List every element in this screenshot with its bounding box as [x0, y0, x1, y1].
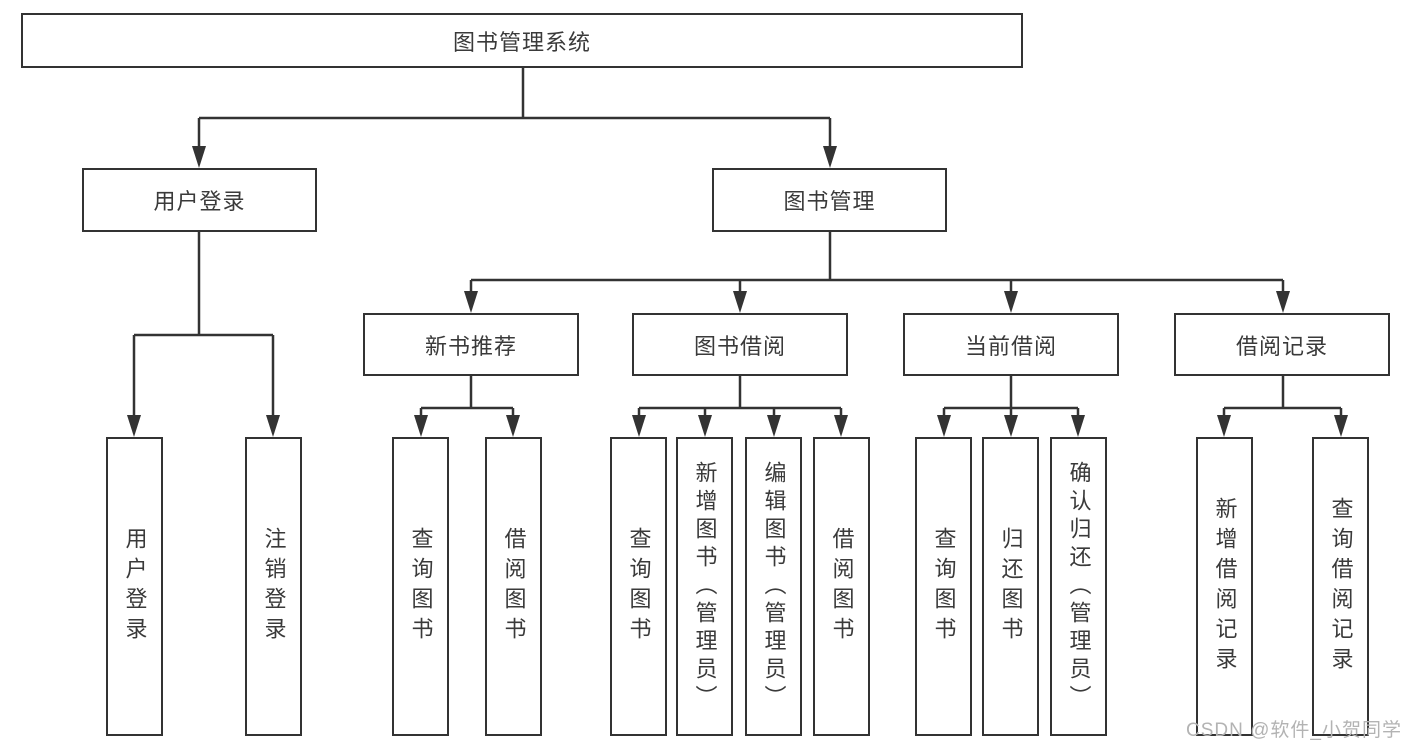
leaf-query-books-borrow: 查询图书 [610, 437, 667, 736]
leaf-query-books-borrow-label: 查询图书 [626, 526, 652, 647]
node-root-system: 图书管理系统 [21, 13, 1023, 68]
leaf-borrow-books-label: 借阅图书 [829, 526, 855, 647]
leaf-logout-label: 注销登录 [261, 526, 287, 647]
leaf-borrow-books-recommend-label: 借阅图书 [501, 526, 527, 647]
leaf-add-book-admin: 新增图书（管理员） [676, 437, 733, 736]
node-borrow-records: 借阅记录 [1174, 313, 1390, 376]
leaf-borrow-books: 借阅图书 [813, 437, 870, 736]
leaf-edit-book-admin: 编辑图书（管理员） [745, 437, 802, 736]
node-user-login: 用户登录 [82, 168, 317, 232]
leaf-confirm-return-admin-label: 确认归还（管理员） [1066, 460, 1092, 713]
leaf-add-book-admin-label: 新增图书（管理员） [692, 460, 718, 713]
leaf-query-borrow-record: 查询借阅记录 [1312, 437, 1369, 736]
connector-lines [132, 68, 1343, 417]
leaf-add-borrow-record: 新增借阅记录 [1196, 437, 1253, 736]
leaf-return-book: 归还图书 [982, 437, 1039, 736]
node-new-book-recommend: 新书推荐 [363, 313, 579, 376]
leaf-return-book-label: 归还图书 [998, 526, 1024, 647]
node-book-borrow: 图书借阅 [632, 313, 848, 376]
leaf-add-borrow-record-label: 新增借阅记录 [1212, 496, 1238, 677]
leaf-query-books-current: 查询图书 [915, 437, 972, 736]
leaf-query-borrow-record-label: 查询借阅记录 [1328, 496, 1354, 677]
leaf-confirm-return-admin: 确认归还（管理员） [1050, 437, 1107, 736]
arrowheads [127, 146, 1348, 437]
node-current-borrow: 当前借阅 [903, 313, 1119, 376]
leaf-logout: 注销登录 [245, 437, 302, 736]
leaf-edit-book-admin-label: 编辑图书（管理员） [761, 460, 787, 713]
leaf-query-books-recommend-label: 查询图书 [408, 526, 434, 647]
node-book-management: 图书管理 [712, 168, 947, 232]
csdn-watermark: CSDN @软件_小贺同学 [1186, 720, 1402, 741]
leaf-borrow-books-recommend: 借阅图书 [485, 437, 542, 736]
leaf-query-books-recommend: 查询图书 [392, 437, 449, 736]
leaf-user-login-label: 用户登录 [122, 526, 148, 647]
leaf-user-login: 用户登录 [106, 437, 163, 736]
leaf-query-books-current-label: 查询图书 [931, 526, 957, 647]
